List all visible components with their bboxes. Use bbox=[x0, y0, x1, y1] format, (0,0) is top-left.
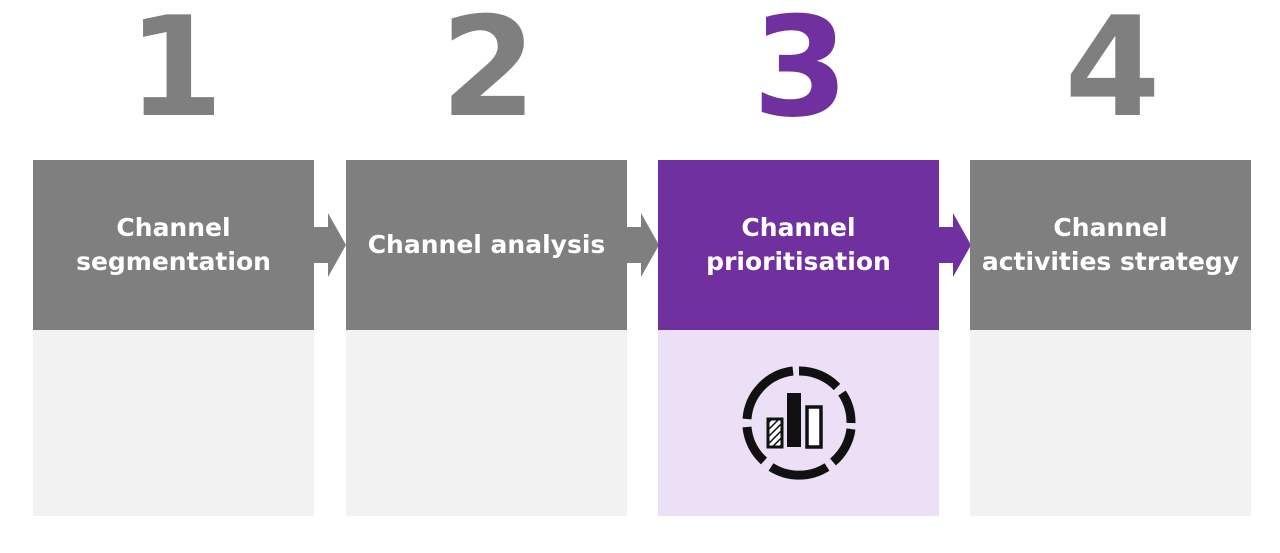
step-number: 4 bbox=[1064, 0, 1160, 148]
step-header: Channel segmentation bbox=[33, 160, 314, 330]
icon-container bbox=[658, 330, 939, 516]
step-body bbox=[33, 330, 314, 516]
step-number: 2 bbox=[440, 0, 536, 148]
step-4: 4 Channel activities strategy bbox=[970, 0, 1251, 553]
step-1: 1 Channel segmentation bbox=[33, 0, 314, 553]
step-label: Channel segmentation bbox=[76, 213, 271, 276]
step-header: Channel analysis bbox=[346, 160, 627, 330]
step-body bbox=[658, 330, 939, 516]
chart-priority-icon bbox=[742, 366, 855, 480]
step-2: 2 Channel analysis bbox=[346, 0, 627, 553]
step-header: Channel activities strategy bbox=[970, 160, 1251, 330]
step-body bbox=[346, 330, 627, 516]
step-3: 3 Channel prioritisation bbox=[658, 0, 939, 553]
step-number: 3 bbox=[752, 0, 848, 148]
chevron-right-icon bbox=[939, 213, 971, 277]
step-header: Channel prioritisation bbox=[658, 160, 939, 330]
step-body bbox=[970, 330, 1251, 516]
step-label: Channel activities strategy bbox=[981, 213, 1240, 276]
step-label: Channel prioritisation bbox=[706, 213, 891, 276]
chevron-right-icon bbox=[627, 213, 659, 277]
step-label: Channel analysis bbox=[367, 230, 606, 259]
chevron-right-icon bbox=[314, 213, 346, 277]
step-number: 1 bbox=[127, 0, 223, 148]
